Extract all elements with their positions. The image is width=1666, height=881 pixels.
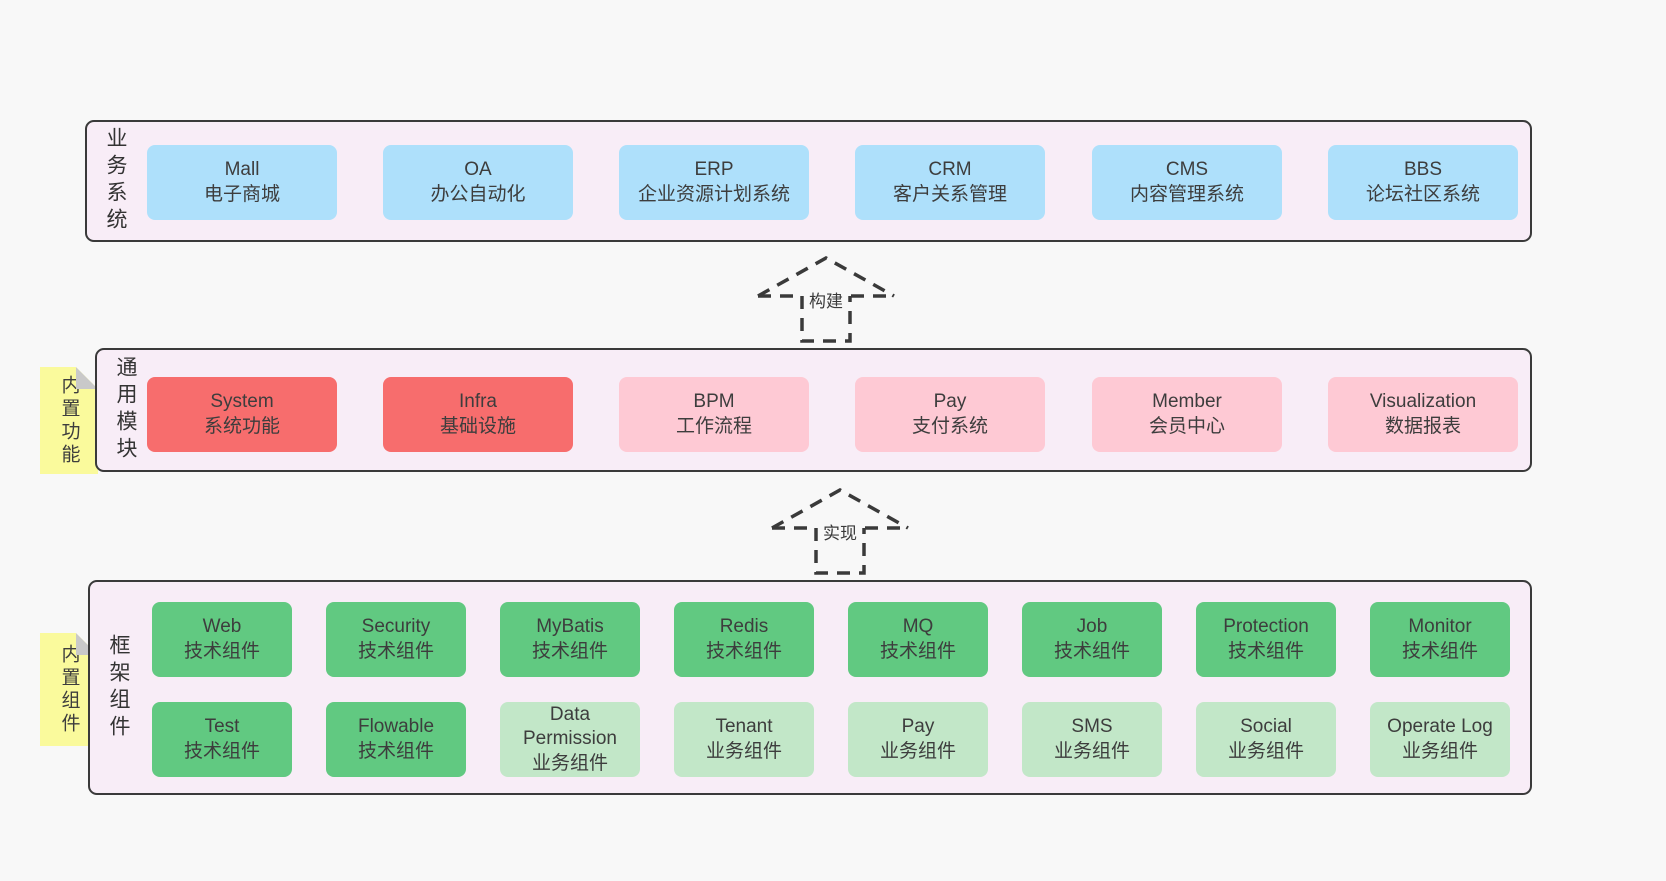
node-name: Flowable xyxy=(357,716,435,738)
node-name: Pay xyxy=(901,716,935,738)
node-crm: CRM 客户关系管理 xyxy=(855,145,1045,220)
node-name: BBS xyxy=(1403,159,1443,181)
node-subtitle: 数据报表 xyxy=(1384,415,1461,437)
node-subtitle: 客户关系管理 xyxy=(892,183,1007,205)
node-operate-log: Operate Log 业务组件 xyxy=(1370,702,1510,777)
node-subtitle: 系统功能 xyxy=(203,415,280,437)
node-subtitle: 电子商城 xyxy=(203,183,280,205)
node-name: System xyxy=(210,391,274,413)
node-pay-component: Pay 业务组件 xyxy=(848,702,988,777)
node-mq: MQ 技术组件 xyxy=(848,602,988,677)
node-name: Job xyxy=(1076,616,1108,638)
node-name: Mall xyxy=(224,159,260,181)
node-subtitle: 技术组件 xyxy=(1053,640,1130,662)
layer-title: 框架组件 xyxy=(107,633,130,742)
node-subtitle: 企业资源计划系统 xyxy=(637,183,790,205)
arrow-label: 构建 xyxy=(806,287,846,312)
node-redis: Redis 技术组件 xyxy=(674,602,814,677)
node-infra: Infra 基础设施 xyxy=(383,377,573,452)
node-subtitle: 业务组件 xyxy=(879,740,956,762)
node-subtitle: 工作流程 xyxy=(675,415,752,437)
node-name: Social xyxy=(1240,716,1292,738)
arrow-label: 实现 xyxy=(820,519,860,544)
node-name: Tenant xyxy=(715,716,773,738)
node-subtitle: 技术组件 xyxy=(531,640,608,662)
node-name: OA xyxy=(464,159,492,181)
node-system: System 系统功能 xyxy=(147,377,337,452)
node-pay-system: Pay 支付系统 xyxy=(855,377,1045,452)
node-name: Web xyxy=(202,616,242,638)
node-name: Test xyxy=(204,716,240,738)
node-subtitle: 业务组件 xyxy=(705,740,782,762)
node-data-permission: Data Permission 业务组件 xyxy=(500,702,640,777)
node-name: Monitor xyxy=(1408,616,1472,638)
node-security: Security 技术组件 xyxy=(326,602,466,677)
node-name: Operate Log xyxy=(1387,716,1493,738)
node-name: CMS xyxy=(1165,159,1209,181)
node-subtitle: 业务组件 xyxy=(531,752,608,774)
node-social: Social 业务组件 xyxy=(1196,702,1336,777)
sticky-note-label: 内置组件 xyxy=(58,643,80,736)
node-erp: ERP 企业资源计划系统 xyxy=(619,145,809,220)
node-subtitle: 技术组件 xyxy=(357,740,434,762)
node-name: Infra xyxy=(458,391,498,413)
node-name: Redis xyxy=(719,616,769,638)
node-bbs: BBS 论坛社区系统 xyxy=(1328,145,1518,220)
node-monitor: Monitor 技术组件 xyxy=(1370,602,1510,677)
node-subtitle: 会员中心 xyxy=(1148,415,1225,437)
node-subtitle: 业务组件 xyxy=(1401,740,1478,762)
layer-title: 通用模块 xyxy=(114,356,137,464)
node-name: Protection xyxy=(1223,616,1309,638)
node-job: Job 技术组件 xyxy=(1022,602,1162,677)
layer-framework-components: 框架组件 Web 技术组件 Security 技术组件 MyBatis 技术组件… xyxy=(88,580,1532,795)
node-name: Pay xyxy=(933,391,967,413)
sticky-note-label: 内置功能 xyxy=(58,374,80,467)
node-name: SMS xyxy=(1071,716,1113,738)
node-name: BPM xyxy=(693,391,735,413)
node-subtitle: 支付系统 xyxy=(911,415,988,437)
node-subtitle: 业务组件 xyxy=(1053,740,1130,762)
node-subtitle: 基础设施 xyxy=(439,415,516,437)
node-subtitle: 技术组件 xyxy=(1401,640,1478,662)
node-subtitle: 技术组件 xyxy=(879,640,956,662)
node-mall: Mall 电子商城 xyxy=(147,145,337,220)
node-mybatis: MyBatis 技术组件 xyxy=(500,602,640,677)
layer-title: 业务系统 xyxy=(104,127,127,235)
node-subtitle: 技术组件 xyxy=(357,640,434,662)
layer-common-modules: 通用模块 System 系统功能 Infra 基础设施 BPM 工作流程 Pay… xyxy=(95,348,1532,472)
node-name: Security xyxy=(361,616,431,638)
node-member: Member 会员中心 xyxy=(1092,377,1282,452)
sticky-note-builtin-features: 内置功能 xyxy=(40,367,98,474)
arrow-build-up: 构建 xyxy=(756,254,896,344)
node-subtitle: 论坛社区系统 xyxy=(1365,183,1480,205)
node-oa: OA 办公自动化 xyxy=(383,145,573,220)
node-flowable: Flowable 技术组件 xyxy=(326,702,466,777)
node-subtitle: 技术组件 xyxy=(183,640,260,662)
node-tenant: Tenant 业务组件 xyxy=(674,702,814,777)
node-name: Visualization xyxy=(1369,391,1477,413)
layer-business-systems: 业务系统 Mall 电子商城 OA 办公自动化 ERP 企业资源计划系统 CRM… xyxy=(85,120,1532,242)
node-subtitle: 内容管理系统 xyxy=(1129,183,1244,205)
arrow-implement-up: 实现 xyxy=(770,486,910,576)
node-name: Member xyxy=(1152,391,1222,413)
node-name: CRM xyxy=(928,159,972,181)
node-protection: Protection 技术组件 xyxy=(1196,602,1336,677)
node-test: Test 技术组件 xyxy=(152,702,292,777)
node-name: ERP xyxy=(694,159,734,181)
node-subtitle: 办公自动化 xyxy=(430,183,526,205)
dashed-up-arrow-icon xyxy=(757,255,895,343)
node-visualization: Visualization 数据报表 xyxy=(1328,377,1518,452)
node-name: MQ xyxy=(902,616,934,638)
node-web: Web 技术组件 xyxy=(152,602,292,677)
node-sms: SMS 业务组件 xyxy=(1022,702,1162,777)
dashed-up-arrow-icon xyxy=(771,487,909,575)
node-bpm: BPM 工作流程 xyxy=(619,377,809,452)
node-subtitle: 技术组件 xyxy=(1227,640,1304,662)
node-subtitle: 技术组件 xyxy=(183,740,260,762)
node-cms: CMS 内容管理系统 xyxy=(1092,145,1282,220)
node-name: MyBatis xyxy=(536,616,604,638)
node-subtitle: 业务组件 xyxy=(1227,740,1304,762)
node-subtitle: 技术组件 xyxy=(705,640,782,662)
node-name: Data Permission xyxy=(523,704,617,750)
